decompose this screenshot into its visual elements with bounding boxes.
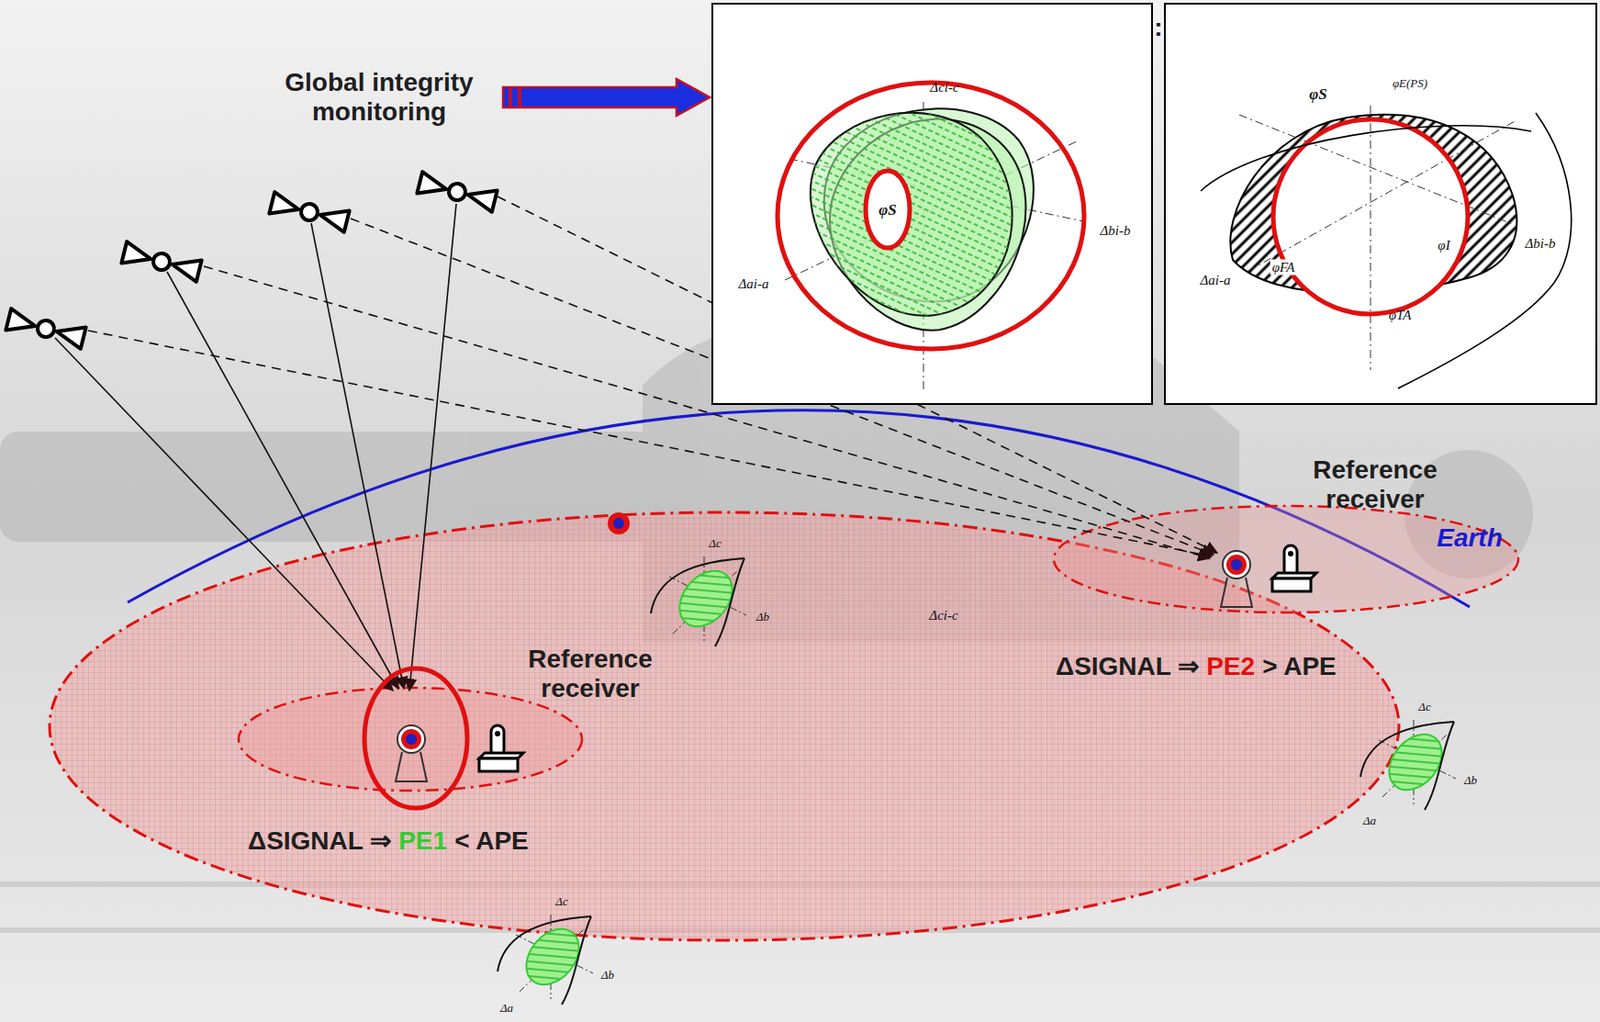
axis-label: Δb — [756, 609, 770, 625]
earth-label: Earth — [1436, 523, 1503, 553]
symbol-label: Δbi-b — [1100, 223, 1131, 239]
axis-label: Δb — [1464, 772, 1477, 788]
text-node: Global integrity monitoring — [258, 64, 500, 131]
receiver-label: Reference receiver — [1295, 455, 1456, 515]
signal-text: ΔSIGNAL ⇒ — [247, 826, 392, 856]
symbol-label: φS — [878, 201, 896, 220]
signal-text: < APE — [454, 826, 529, 856]
axis-label: Δc — [555, 894, 568, 909]
symbol-label: Δci-c — [929, 79, 959, 96]
symbol-label: φTA — [1388, 307, 1412, 324]
symbol-label: Δai-a — [1200, 272, 1231, 289]
symbol-label: Δai-a — [738, 276, 770, 292]
axis-label: Δci-c — [928, 607, 958, 624]
axis-label: Δc — [708, 536, 721, 551]
inset-diagram — [1163, 2, 1598, 405]
error-value: PE2 — [1206, 651, 1255, 682]
symbol-label: φE(PS) — [1392, 76, 1428, 91]
heading-text: Global integrity monitoring — [264, 67, 494, 127]
inset-panel: φS φE(PS) φFA φI φTA Δai-a Δbi-b — [1163, 2, 1598, 405]
symbol-label: φI — [1435, 237, 1452, 254]
signal-text: > APE — [1262, 651, 1337, 682]
axis-label: Δb — [601, 967, 615, 983]
inset-diagram — [711, 2, 1153, 405]
symbol-label: φS — [1309, 85, 1327, 104]
axis-label: Δc — [1418, 699, 1431, 715]
error-value: PE1 — [398, 826, 448, 856]
equation-line: ΔSIGNAL ⇒PE2> APE — [1055, 651, 1337, 682]
symbol-label: Δbi-b — [1525, 235, 1556, 252]
receiver-label: Reference receiver — [510, 644, 672, 704]
separator-colon: : — [1153, 12, 1163, 43]
equation-line: ΔSIGNAL ⇒PE1< APE — [247, 826, 529, 856]
symbol-label: φFA — [1270, 259, 1298, 276]
axis-label: Δa — [500, 1000, 514, 1016]
block-arrow — [503, 78, 710, 116]
signal-text: ΔSIGNAL ⇒ — [1055, 651, 1199, 682]
inset-panel: Δci-cΔai-a Δbi-b φS — [711, 2, 1153, 405]
axis-label: Δa — [1363, 813, 1377, 828]
